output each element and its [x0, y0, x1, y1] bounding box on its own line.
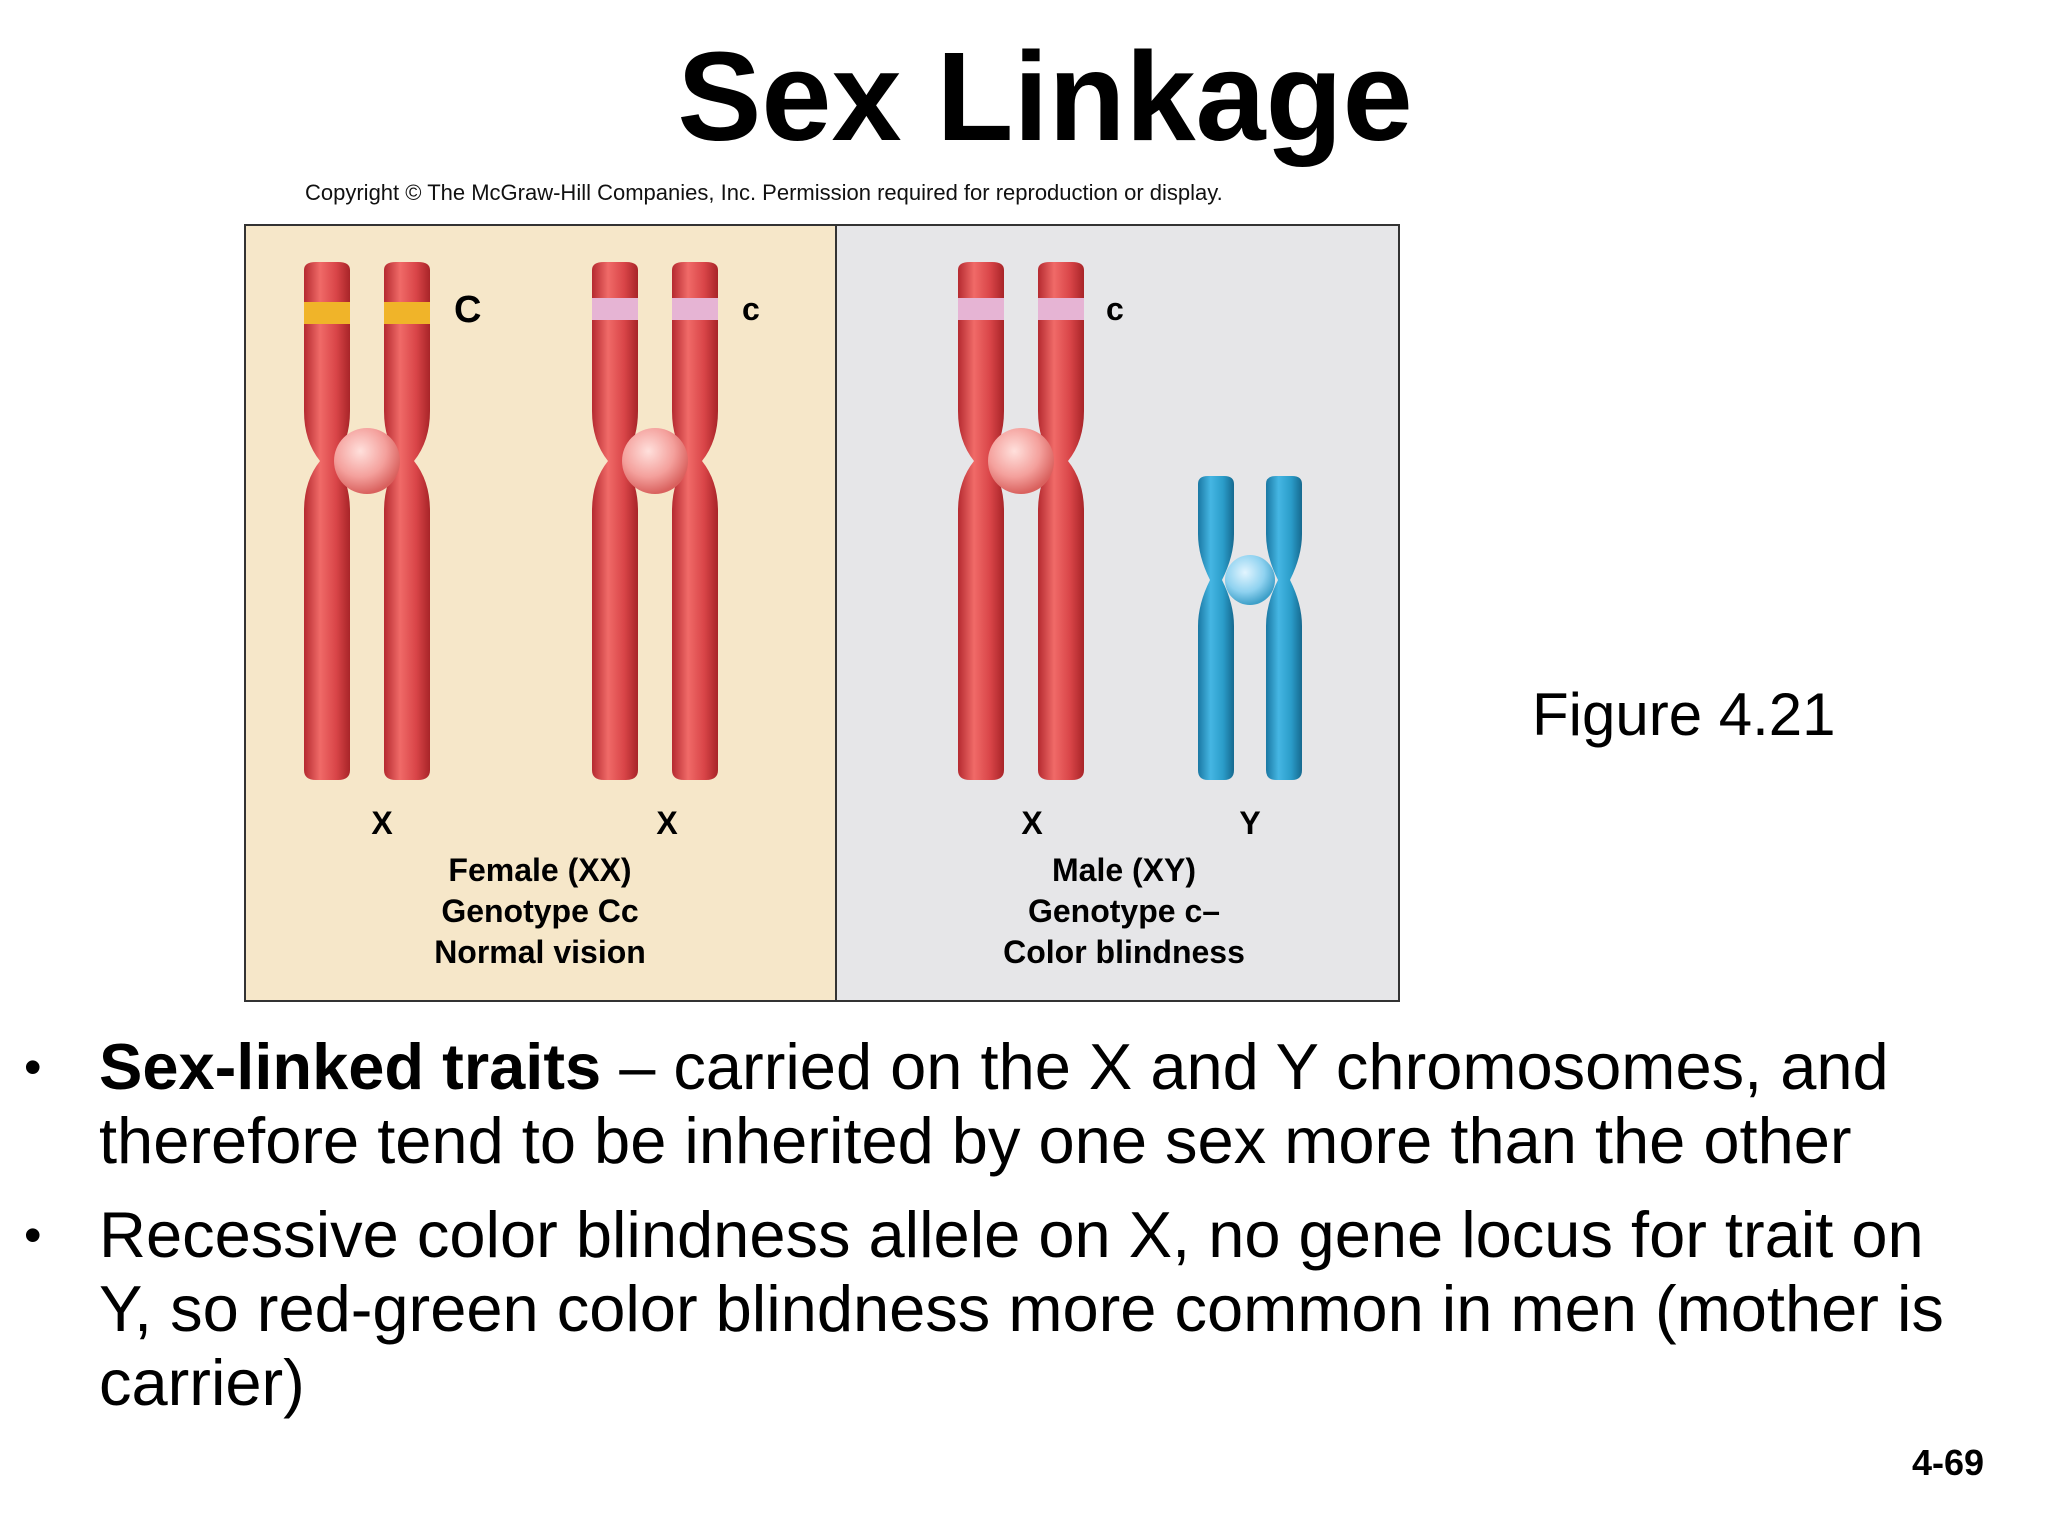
dominant-allele-band — [384, 302, 430, 324]
figure-reference: Figure 4.21 — [1532, 681, 1836, 748]
male-caption-sex: Male (XY) — [1051, 852, 1197, 888]
allele-label: c — [1106, 291, 1124, 327]
bullet-term: Sex-linked traits — [99, 1030, 602, 1103]
bullet-definition: – carried on the X and Y chromosomes, an… — [99, 1030, 1889, 1177]
recessive-allele-band — [672, 298, 718, 320]
male-caption-genotype: Genotype c– — [1027, 893, 1221, 929]
female-x-chromosome-2: c X — [592, 262, 760, 841]
copyright-notice: Copyright © The McGraw-Hill Companies, I… — [305, 180, 1223, 205]
male-caption: Male (XY) Genotype c– Color blindness — [914, 850, 1334, 973]
bullet-marker: • — [24, 1207, 42, 1263]
allele-label: C — [454, 289, 481, 331]
recessive-allele-band — [592, 298, 638, 320]
female-caption: Female (XX) Genotype Cc Normal vision — [330, 850, 750, 973]
male-y-chromosome: Y — [1198, 476, 1302, 841]
male-x-chromosome: c X — [958, 262, 1124, 841]
allele-label: c — [742, 291, 760, 327]
centromere — [622, 428, 688, 494]
recessive-allele-band — [1038, 298, 1084, 320]
female-caption-sex: Female (XX) — [448, 852, 632, 888]
bullet-list: • Sex-linked traits – carried on the X a… — [24, 1030, 1984, 1440]
bullet-text: Sex-linked traits – carried on the X and… — [99, 1030, 1984, 1178]
bullet-marker: • — [24, 1039, 42, 1095]
bullet-definition: Recessive color blindness allele on X, n… — [99, 1198, 1944, 1419]
centromere — [1225, 555, 1275, 605]
female-caption-phenotype: Normal vision — [434, 934, 646, 970]
chromosome-label: X — [1021, 805, 1043, 841]
chromosome-label: Y — [1239, 805, 1260, 841]
chromosome-label: X — [371, 805, 393, 841]
centromere — [988, 428, 1054, 494]
centromere — [334, 428, 400, 494]
slide-title: Sex Linkage — [677, 26, 1413, 167]
bullet-item: • Recessive color blindness allele on X,… — [24, 1198, 1984, 1420]
chromosome-figure: C X c X c X Y — [244, 224, 1400, 1002]
chromosome-label: X — [656, 805, 678, 841]
female-caption-genotype: Genotype Cc — [441, 893, 639, 929]
female-x-chromosome-1: C X — [304, 262, 481, 841]
male-panel — [836, 226, 1398, 1000]
bullet-text: Recessive color blindness allele on X, n… — [99, 1198, 1984, 1420]
dominant-allele-band — [304, 302, 350, 324]
bullet-item: • Sex-linked traits – carried on the X a… — [24, 1030, 1984, 1178]
slide-number: 4-69 — [1912, 1442, 1985, 1483]
male-caption-phenotype: Color blindness — [1003, 934, 1245, 970]
recessive-allele-band — [958, 298, 1004, 320]
